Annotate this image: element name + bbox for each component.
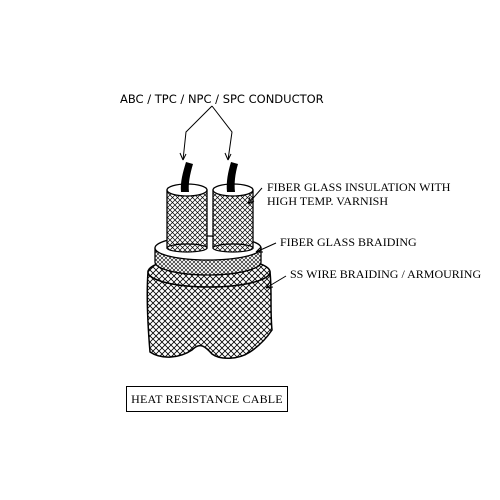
conductor-label: ABC / TPC / NPC / SPC CONDUCTOR bbox=[120, 92, 324, 106]
armouring-label: SS WIRE BRAIDING / ARMOURING bbox=[290, 267, 481, 281]
armouring-pointer bbox=[265, 275, 287, 289]
insulation-label-line1: FIBER GLASS INSULATION WITH bbox=[267, 180, 451, 194]
conductor-pointer-lines bbox=[179, 105, 233, 161]
braiding-label: FIBER GLASS BRAIDING bbox=[280, 235, 417, 249]
insulated-conductor-right bbox=[212, 162, 254, 253]
braiding-pointer bbox=[255, 242, 277, 253]
insulation-pointer bbox=[247, 187, 263, 205]
insulated-conductor-left bbox=[166, 162, 208, 253]
diagram-caption: HEAT RESISTANCE CABLE bbox=[126, 386, 288, 412]
insulation-label-line2: HIGH TEMP. VARNISH bbox=[267, 194, 388, 208]
